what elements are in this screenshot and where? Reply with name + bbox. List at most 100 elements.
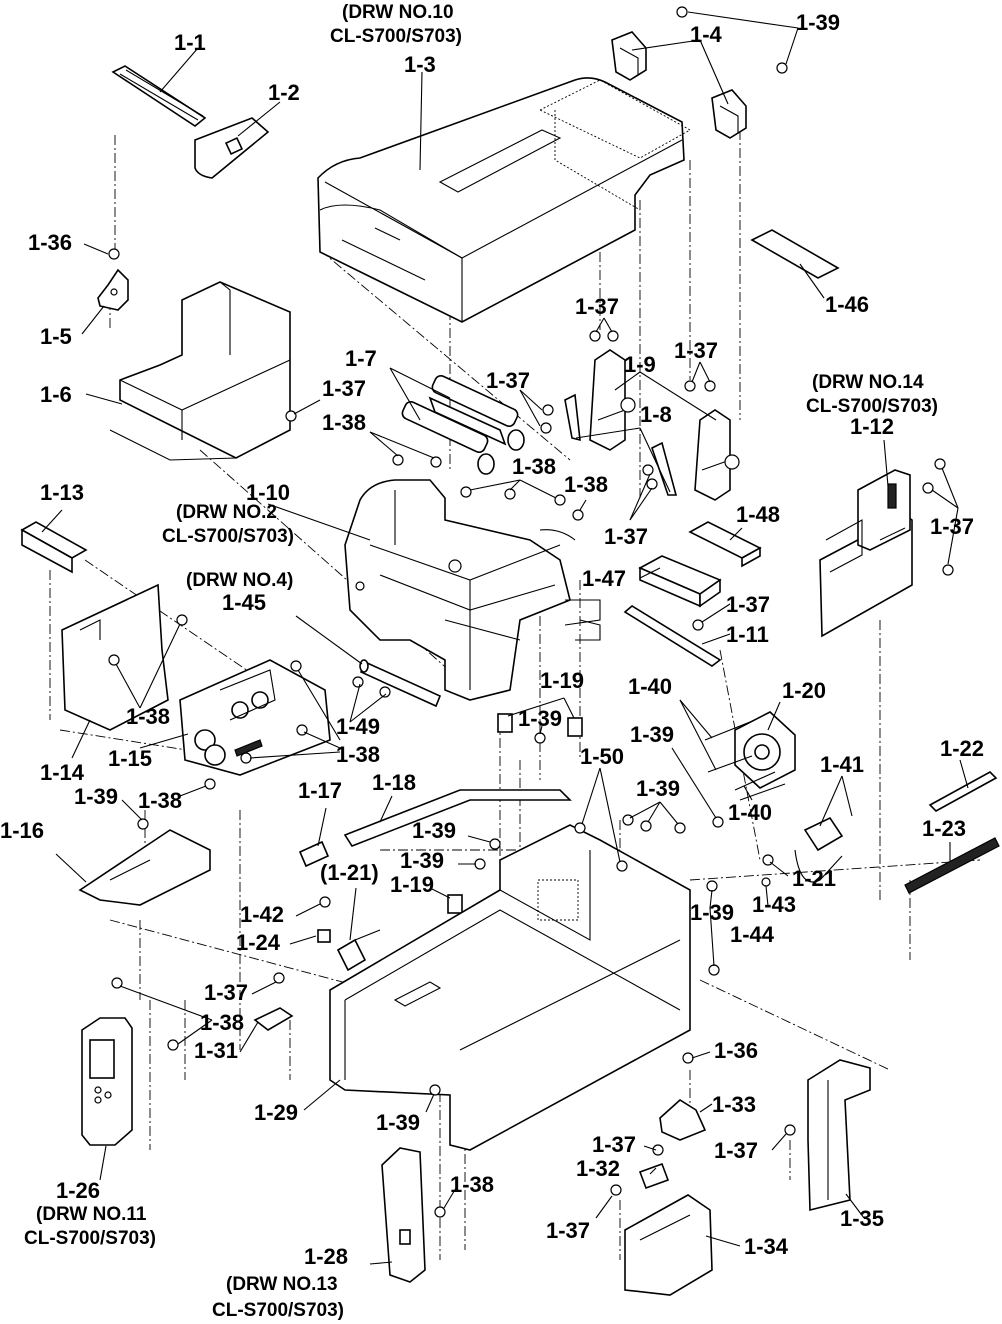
part-1-15-power-supply <box>179 659 331 776</box>
part-1-10-print-mechanism <box>344 479 601 701</box>
label-1-44: 1-44 <box>730 922 775 947</box>
label-1-35: 1-35 <box>840 1206 884 1231</box>
label-1-37-j: 1-37 <box>592 1132 636 1157</box>
part-1-13-clip <box>20 521 88 574</box>
label-1-26: 1-26 <box>56 1178 100 1203</box>
part-1-47-1-48-blocks <box>638 521 762 608</box>
label-1-36-top: 1-36 <box>28 230 72 255</box>
label-1-33: 1-33 <box>712 1092 756 1117</box>
label-1-31: 1-31 <box>194 1038 238 1063</box>
label-1-47: 1-47 <box>582 566 626 591</box>
ref-drw11-line1: (DRW NO.11 <box>36 1204 147 1225</box>
label-1-37-d: 1-37 <box>322 376 366 401</box>
label-1-21: 1-21 <box>792 866 836 891</box>
part-1-2-button-plate <box>194 117 270 179</box>
label-1-38-h: 1-38 <box>450 1172 494 1197</box>
ref-drw13-line1: (DRW NO.13 <box>226 1274 338 1295</box>
label-1-29: 1-29 <box>254 1100 298 1125</box>
label-1-37-e: 1-37 <box>604 524 648 549</box>
label-1-11: 1-11 <box>726 622 769 647</box>
ref-drw10-line1: (DRW NO.10 <box>342 2 454 23</box>
label-1-39-b: 1-39 <box>74 784 118 809</box>
label-1-39-f: 1-39 <box>412 818 456 843</box>
ref-drw2-line2: CL-S700/S703) <box>162 526 294 547</box>
part-1-28-side-cover <box>381 1147 426 1283</box>
label-1-4: 1-4 <box>690 22 723 47</box>
part-1-49-spacers <box>352 676 391 698</box>
label-1-18: 1-18 <box>372 770 416 795</box>
label-1-36-b: 1-36 <box>714 1038 758 1063</box>
label-1-46: 1-46 <box>825 292 869 317</box>
part-1-24-switch <box>317 929 381 972</box>
label-1-39-e: 1-39 <box>636 776 680 801</box>
part-1-5-bracket <box>97 268 129 311</box>
label-1-45: 1-45 <box>222 590 266 615</box>
label-1-41: 1-41 <box>820 752 864 777</box>
label-1-5: 1-5 <box>40 324 72 349</box>
leader-lines <box>41 11 969 1265</box>
part-1-12-board <box>819 469 913 638</box>
label-1-37-g: 1-37 <box>726 592 770 617</box>
label-1-39-h: 1-39 <box>690 900 734 925</box>
label-1-3: 1-3 <box>404 52 436 77</box>
part-1-8-1-9-brackets <box>564 349 740 501</box>
label-1-37-f: 1-37 <box>930 514 974 539</box>
part-1-1-front-bar <box>111 65 207 127</box>
label-1-19-a: 1-19 <box>540 668 584 693</box>
label-1-38-e: 1-38 <box>336 742 380 767</box>
label-1-39-c: 1-39 <box>518 706 562 731</box>
label-1-38-c: 1-38 <box>564 472 608 497</box>
label-1-37-c: 1-37 <box>486 368 530 393</box>
label-1-20: 1-20 <box>782 678 826 703</box>
label-1-10: 1-10 <box>246 480 290 505</box>
label-1-8: 1-8 <box>640 402 672 427</box>
ref-drw14-line2: CL-S700/S703) <box>806 396 938 417</box>
label-1-23: 1-23 <box>922 816 966 841</box>
part-1-3-top-cover <box>317 77 691 323</box>
label-1-38-b: 1-38 <box>512 454 556 479</box>
label-1-50: 1-50 <box>580 744 624 769</box>
part-1-7-rollers <box>401 374 525 475</box>
part-1-32-bracket <box>638 1162 670 1190</box>
label-1-37-h: 1-37 <box>204 980 248 1005</box>
label-1-24: 1-24 <box>236 930 281 955</box>
label-1-37-k: 1-37 <box>546 1218 590 1243</box>
part-1-16-lower-cover <box>78 829 211 906</box>
label-1-2: 1-2 <box>268 80 300 105</box>
label-1-38-f: 1-38 <box>138 788 182 813</box>
part-1-45-roller <box>359 659 442 708</box>
label-1-22: 1-22 <box>940 736 984 761</box>
part-1-22-1-23-rails <box>904 771 1000 894</box>
label-1-19-b: 1-19 <box>390 872 434 897</box>
label-1-37-a: 1-37 <box>575 294 619 319</box>
ref-drw2-line1: (DRW NO.2 <box>176 502 277 523</box>
part-number-labels: 1-1 1-2 1-3 1-4 1-39 1-36 1-5 1-6 1-46 1… <box>0 2 984 1321</box>
part-1-18-cable <box>343 789 572 847</box>
label-1-48: 1-48 <box>736 502 780 527</box>
part-1-26-operation-panel <box>81 1017 133 1146</box>
label-1-37-i: 1-37 <box>714 1138 758 1163</box>
label-1-1: 1-1 <box>174 30 206 55</box>
ref-drw14-line1: (DRW NO.14 <box>812 372 924 393</box>
label-1-40-b: 1-40 <box>728 800 772 825</box>
label-1-15: 1-15 <box>108 746 152 771</box>
label-1-21-paren: (1-21) <box>320 860 379 885</box>
label-1-7: 1-7 <box>345 346 377 371</box>
label-1-13: 1-13 <box>40 480 84 505</box>
label-1-38-a: 1-38 <box>322 410 366 435</box>
label-1-49: 1-49 <box>336 714 380 739</box>
label-1-32: 1-32 <box>576 1156 620 1181</box>
label-1-43: 1-43 <box>752 892 796 917</box>
label-1-16: 1-16 <box>0 818 44 843</box>
label-1-12: 1-12 <box>850 414 894 439</box>
label-1-39-d: 1-39 <box>630 722 674 747</box>
label-1-42: 1-42 <box>240 902 284 927</box>
part-1-34-lower-bracket <box>624 1194 713 1296</box>
label-1-38-d: 1-38 <box>126 704 170 729</box>
ref-drw13-line2: CL-S700/S703) <box>212 1300 344 1321</box>
ref-drw4: (DRW NO.4) <box>186 570 293 591</box>
part-1-20-fan <box>734 711 796 789</box>
label-1-6: 1-6 <box>40 382 72 407</box>
label-1-39-g: 1-39 <box>400 848 444 873</box>
